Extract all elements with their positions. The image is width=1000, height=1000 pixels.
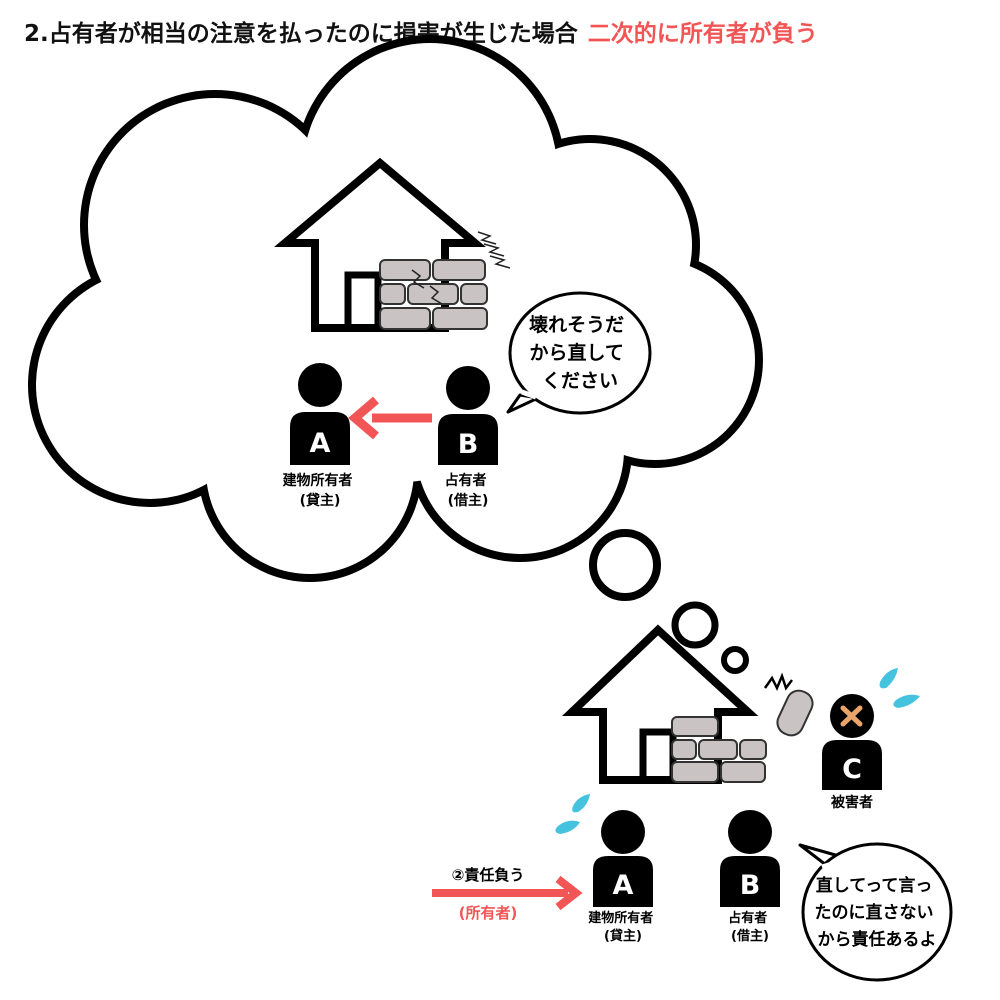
person-role: 被害者 (831, 794, 873, 811)
person-role: 建物所有者 (588, 910, 653, 926)
bandage-icon (840, 705, 863, 727)
responsibility-arrow: ②責任負う (所有者) (432, 866, 583, 922)
person-icon (720, 810, 780, 907)
person-role-sub: (借主) (448, 492, 489, 509)
trail-circle-small (721, 646, 749, 674)
thought-trail (589, 529, 749, 674)
person-role-sub: (貸主) (300, 492, 341, 509)
victim-person-c: C 被害者 (822, 694, 882, 811)
scene-person-a: A 建物所有者 (貸主) (588, 810, 658, 944)
sweat-drops-icon (555, 794, 590, 834)
falling-brick-icon (776, 689, 814, 737)
impact-lines-icon (763, 672, 793, 692)
title-accent: 二次的に所有者が負う (587, 21, 818, 47)
person-role-sub: (借主) (731, 928, 769, 944)
arrow-label-top: ②責任負う (452, 866, 525, 884)
speech-bubble-request: 壊れそうだ から直して ください (506, 291, 652, 415)
person-letter: B (740, 870, 761, 901)
arrow-label-bottom: (所有者) (459, 904, 518, 922)
request-line-2: から直して (529, 341, 623, 364)
person-role: 占有者 (728, 910, 767, 926)
person-icon (438, 366, 498, 465)
person-icon (822, 694, 882, 790)
request-line-3: ください (542, 370, 618, 392)
request-line-1: 壊れそうだ (529, 314, 624, 336)
scene-person-b: B 占有者 (借主) (720, 810, 780, 944)
svg-text:占有者 (借主): 占有者 (借主) (445, 472, 492, 509)
cloud-person-a: A 建物所有者 (貸主) (283, 363, 358, 509)
svg-text:直してって言っ たのに直さない から: 直してって言っ たのに直さない から責任あるよ (815, 875, 940, 950)
page-title: 2.占有者が相当の注意を払ったのに損害が生じた場合二次的に所有者が負う (24, 14, 818, 48)
arrow-icon (432, 875, 583, 911)
person-role: 建物所有者 (283, 472, 353, 489)
brick-wall-icon (671, 716, 767, 783)
sweat-drops-icon (879, 668, 920, 708)
title-main: 2.占有者が相当の注意を払ったのに損害が生じた場合 (24, 21, 578, 47)
person-letter: A (310, 428, 331, 459)
svg-text:建物所有者 (貸主): 建物所有者 (貸主) (283, 472, 358, 509)
person-role-sub: (貸主) (604, 928, 642, 944)
trail-circle-large (589, 529, 661, 601)
svg-text:壊れそうだ から直して ください: 壊れそうだ から直して ください (529, 314, 631, 392)
person-letter: A (613, 870, 634, 901)
claim-line-3: から責任あるよ (818, 929, 937, 950)
claim-line-2: たのに直さない (815, 902, 934, 923)
house-icon (274, 157, 486, 332)
brick-wall-icon (379, 259, 488, 330)
person-letter: C (842, 754, 862, 785)
claim-line-1: 直してって言っ (816, 875, 933, 896)
arrow-icon (348, 396, 432, 440)
svg-text:占有者 (借主): 占有者 (借主) (728, 910, 772, 944)
crack-lines-icon (411, 231, 511, 305)
person-role: 占有者 (445, 472, 487, 489)
person-letter: B (458, 429, 479, 460)
person-icon (593, 810, 653, 907)
person-icon (290, 363, 350, 465)
trail-circle-medium (671, 601, 719, 649)
svg-text:建物所有者 (貸主): 建物所有者 (貸主) (588, 910, 658, 944)
cloud-person-b: B 占有者 (借主) (438, 366, 498, 509)
speech-bubble-claim: 直してって言っ たのに直さない から責任あるよ (798, 842, 953, 982)
